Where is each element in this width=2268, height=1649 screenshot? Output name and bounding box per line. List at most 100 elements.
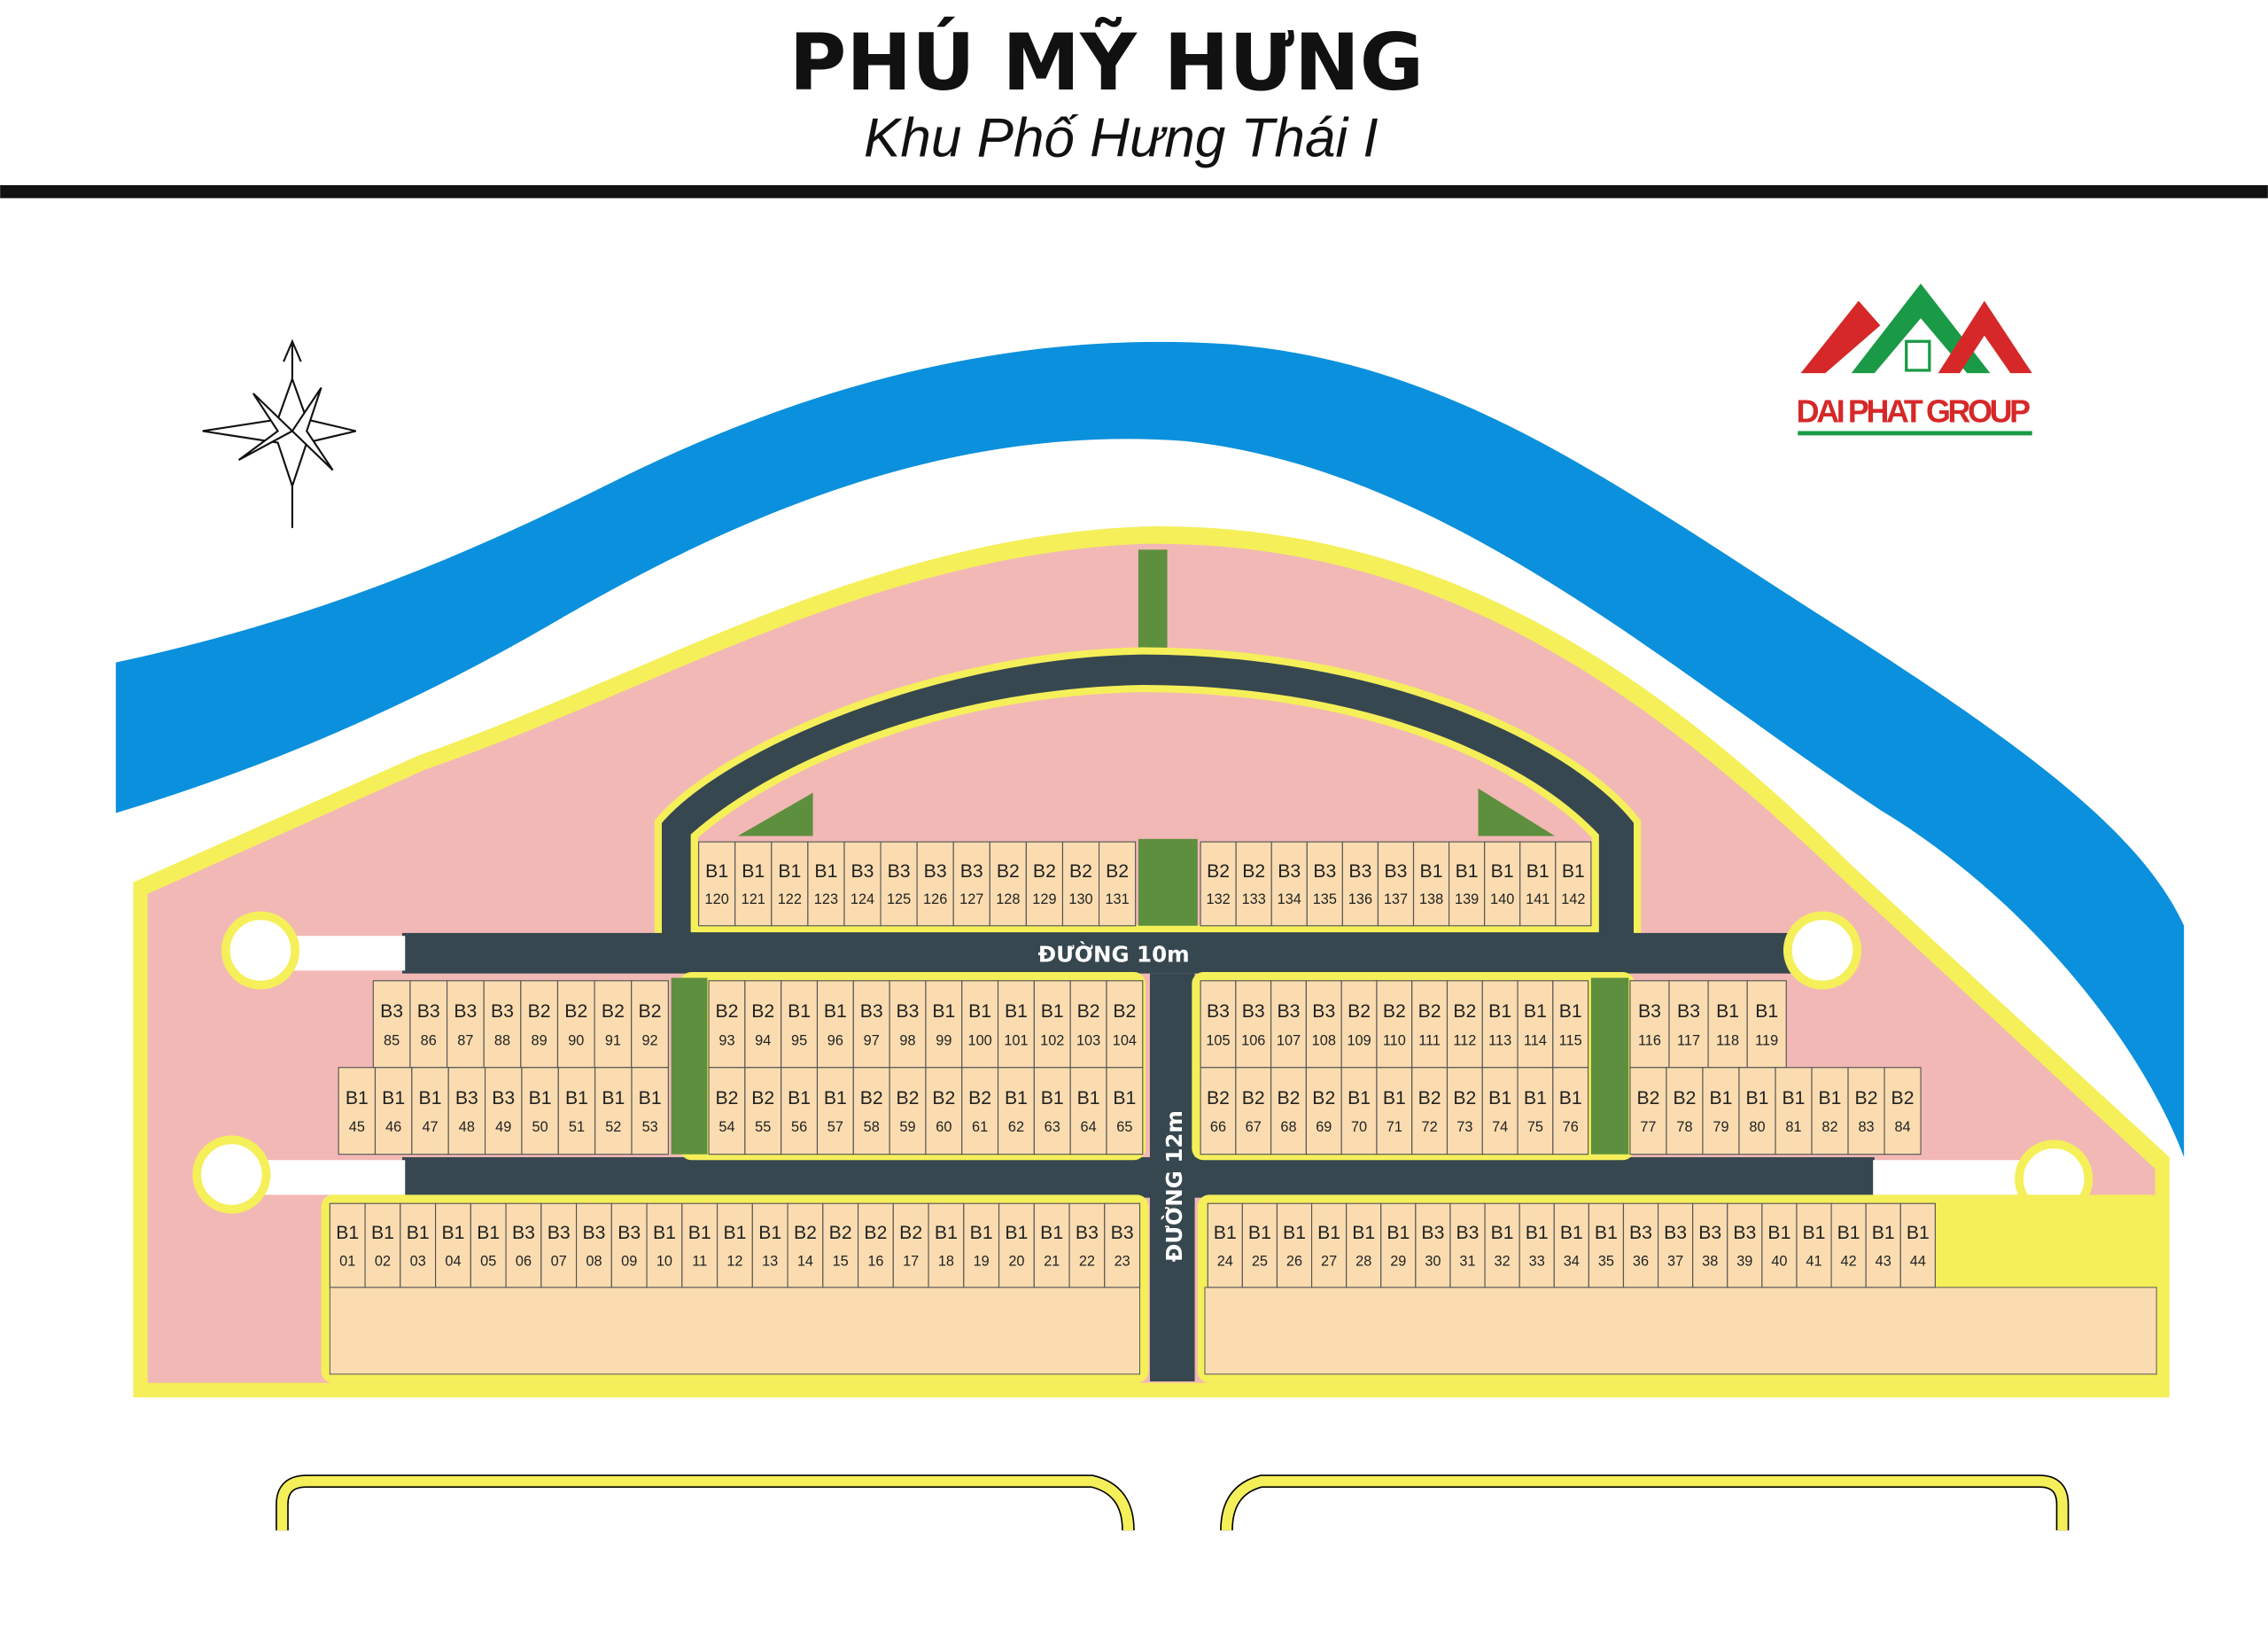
lot-141[interactable]: B1141	[1519, 841, 1557, 927]
lot-122[interactable]: B1122	[771, 841, 809, 927]
lot-78[interactable]: B278	[1666, 1067, 1704, 1155]
lot-10[interactable]: B110	[646, 1202, 683, 1288]
lot-51[interactable]: B151	[557, 1067, 596, 1155]
lot-116[interactable]: B3116	[1629, 980, 1670, 1069]
lot-93[interactable]: B293	[708, 980, 746, 1069]
lot-64[interactable]: B164	[1069, 1067, 1107, 1155]
lot-112[interactable]: B2112	[1446, 980, 1483, 1069]
lot-22[interactable]: B322	[1068, 1202, 1106, 1288]
lot-131[interactable]: B2131	[1098, 841, 1137, 927]
lot-20[interactable]: B120	[998, 1202, 1035, 1288]
lot-04[interactable]: B104	[435, 1202, 471, 1288]
lot-54[interactable]: B254	[708, 1067, 746, 1155]
lot-17[interactable]: B217	[892, 1202, 929, 1288]
lot-81[interactable]: B181	[1775, 1067, 1813, 1155]
lot-97[interactable]: B397	[852, 980, 890, 1069]
lot-38[interactable]: B338	[1692, 1202, 1728, 1288]
lot-68[interactable]: B268	[1270, 1067, 1307, 1155]
lot-58[interactable]: B258	[852, 1067, 890, 1155]
lot-74[interactable]: B174	[1481, 1067, 1518, 1155]
lot-111[interactable]: B2111	[1411, 980, 1449, 1069]
lot-52[interactable]: B152	[594, 1067, 633, 1155]
lot-15[interactable]: B215	[822, 1202, 859, 1288]
lot-06[interactable]: B306	[505, 1202, 542, 1288]
lot-95[interactable]: B195	[781, 980, 819, 1069]
lot-107[interactable]: B3107	[1270, 980, 1307, 1069]
lot-43[interactable]: B143	[1865, 1202, 1901, 1288]
lot-49[interactable]: B349	[485, 1067, 523, 1155]
lot-60[interactable]: B260	[925, 1067, 963, 1155]
lot-88[interactable]: B388	[483, 980, 522, 1069]
lot-41[interactable]: B141	[1796, 1202, 1832, 1288]
lot-108[interactable]: B3108	[1305, 980, 1342, 1069]
lot-25[interactable]: B125	[1241, 1202, 1278, 1288]
lot-123[interactable]: B1123	[807, 841, 845, 927]
lot-61[interactable]: B261	[961, 1067, 999, 1155]
lot-91[interactable]: B291	[594, 980, 633, 1069]
lot-66[interactable]: B266	[1200, 1067, 1237, 1155]
lot-139[interactable]: B1139	[1449, 841, 1486, 927]
lot-100[interactable]: B1100	[961, 980, 999, 1069]
lot-101[interactable]: B1101	[997, 980, 1035, 1069]
lot-128[interactable]: B2128	[989, 841, 1027, 927]
lot-46[interactable]: B146	[374, 1067, 413, 1155]
lot-53[interactable]: B153	[631, 1067, 669, 1155]
lot-133[interactable]: B2133	[1235, 841, 1272, 927]
lot-13[interactable]: B113	[751, 1202, 788, 1288]
lot-90[interactable]: B290	[556, 980, 595, 1069]
lot-84[interactable]: B284	[1884, 1067, 1922, 1155]
lot-56[interactable]: B156	[781, 1067, 819, 1155]
lot-83[interactable]: B283	[1847, 1067, 1885, 1155]
lot-110[interactable]: B2110	[1376, 980, 1413, 1069]
lot-26[interactable]: B126	[1276, 1202, 1313, 1288]
lot-63[interactable]: B163	[1033, 1067, 1071, 1155]
lot-19[interactable]: B119	[963, 1202, 1000, 1288]
lot-86[interactable]: B386	[409, 980, 448, 1069]
lot-23[interactable]: B323	[1104, 1202, 1141, 1288]
lot-35[interactable]: B135	[1588, 1202, 1625, 1288]
lot-24[interactable]: B124	[1207, 1202, 1243, 1288]
lot-121[interactable]: B1121	[734, 841, 773, 927]
lot-99[interactable]: B199	[925, 980, 963, 1069]
lot-21[interactable]: B121	[1033, 1202, 1070, 1288]
lot-36[interactable]: B336	[1622, 1202, 1659, 1288]
lot-132[interactable]: B2132	[1200, 841, 1237, 927]
lot-136[interactable]: B3136	[1341, 841, 1379, 927]
lot-48[interactable]: B348	[447, 1067, 486, 1155]
lot-140[interactable]: B1140	[1484, 841, 1521, 927]
lot-134[interactable]: B3134	[1270, 841, 1308, 927]
lot-89[interactable]: B289	[520, 980, 559, 1069]
lot-33[interactable]: B133	[1518, 1202, 1555, 1288]
lot-114[interactable]: B1114	[1517, 980, 1554, 1069]
lot-11[interactable]: B111	[681, 1202, 718, 1288]
lot-42[interactable]: B142	[1830, 1202, 1867, 1288]
lot-125[interactable]: B3125	[880, 841, 918, 927]
lot-126[interactable]: B3126	[916, 841, 954, 927]
lot-50[interactable]: B150	[521, 1067, 559, 1155]
lot-03[interactable]: B103	[400, 1202, 437, 1288]
lot-87[interactable]: B387	[447, 980, 485, 1069]
lot-34[interactable]: B134	[1553, 1202, 1589, 1288]
lot-137[interactable]: B3137	[1377, 841, 1415, 927]
lot-08[interactable]: B308	[576, 1202, 612, 1288]
lot-70[interactable]: B170	[1340, 1067, 1378, 1155]
lot-02[interactable]: B102	[364, 1202, 401, 1288]
lot-71[interactable]: B171	[1376, 1067, 1413, 1155]
lot-29[interactable]: B129	[1380, 1202, 1417, 1288]
lot-14[interactable]: B214	[787, 1202, 824, 1288]
lot-102[interactable]: B1102	[1033, 980, 1071, 1069]
lot-05[interactable]: B105	[470, 1202, 507, 1288]
lot-80[interactable]: B180	[1738, 1067, 1776, 1155]
lot-138[interactable]: B1138	[1412, 841, 1450, 927]
lot-118[interactable]: B1118	[1707, 980, 1748, 1069]
lot-55[interactable]: B255	[744, 1067, 782, 1155]
lot-117[interactable]: B3117	[1668, 980, 1709, 1069]
lot-16[interactable]: B216	[857, 1202, 894, 1288]
lot-31[interactable]: B331	[1449, 1202, 1486, 1288]
lot-45[interactable]: B145	[338, 1067, 377, 1155]
lot-37[interactable]: B337	[1657, 1202, 1694, 1288]
lot-47[interactable]: B147	[411, 1067, 449, 1155]
lot-27[interactable]: B127	[1310, 1202, 1348, 1288]
lot-32[interactable]: B132	[1484, 1202, 1520, 1288]
lot-07[interactable]: B307	[540, 1202, 578, 1288]
